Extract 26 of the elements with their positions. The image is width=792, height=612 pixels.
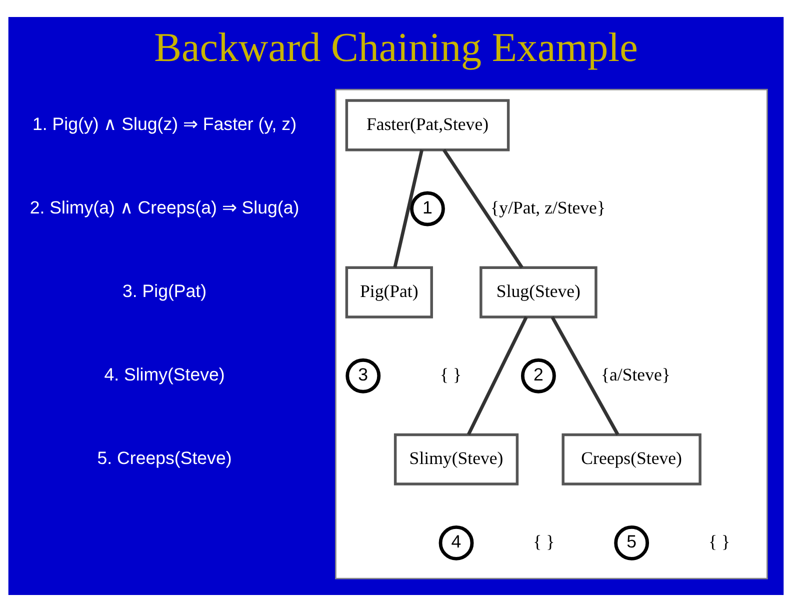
- node-circle: 3: [346, 358, 381, 394]
- node-box: Faster(Pat,Steve): [345, 99, 510, 152]
- node-box: Creeps(Steve): [562, 433, 702, 486]
- connector: [393, 149, 424, 268]
- label: 5. Creeps(Steve): [97, 448, 232, 468]
- connector: [466, 316, 528, 436]
- node-box: Slug(Steve): [480, 266, 598, 318]
- node-label: { }: [440, 364, 462, 385]
- connector: [442, 148, 524, 268]
- label: 1. Pig(y) ∧ Slug(z) ⇒ Faster (y, z): [32, 114, 297, 134]
- node-label: { }: [708, 532, 730, 552]
- node-circle: 2: [520, 358, 556, 394]
- node-circle: 1: [410, 191, 445, 226]
- label: 4. Slimy(Steve): [104, 364, 225, 385]
- connector: [550, 316, 620, 436]
- node-label: {y/Pat, z/Steve}: [490, 197, 606, 218]
- node-box: Slimy(Steve): [394, 433, 519, 486]
- label: 3. Pig(Pat): [122, 280, 207, 301]
- node-circle: 4: [438, 525, 474, 560]
- label: 2. Slimy(a) ∧ Creeps(a) ⇒ Slug(a): [30, 197, 300, 218]
- node-circle: 5: [614, 525, 650, 560]
- node-box: Pig(Pat): [345, 266, 433, 318]
- node-label: { }: [533, 532, 555, 552]
- cluster: [335, 88, 768, 580]
- node-label: {a/Steve}: [600, 364, 670, 385]
- diagram-title: Backward Chaining Example: [154, 24, 638, 70]
